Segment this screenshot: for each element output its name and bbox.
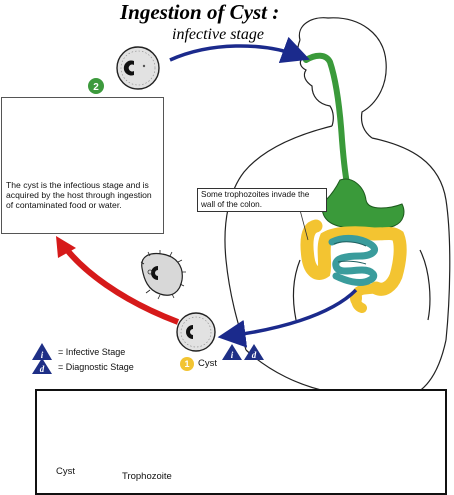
step-badge-1 <box>180 357 194 371</box>
bottom-trophozoite-label: Trophozoite <box>122 471 172 482</box>
legend-diagnostic-label: = Diagnostic Stage <box>58 362 134 372</box>
step-number-1: 1 <box>184 359 189 369</box>
ingestion-arrow <box>169 36 310 64</box>
esophagus <box>303 52 351 191</box>
trophozoite-cycle <box>140 250 186 300</box>
diagnostic-triangle-icon-cycle <box>244 344 264 360</box>
excretion-arrow <box>217 288 358 348</box>
legend-diagnostic-symbol: d <box>40 364 45 374</box>
infection-note-text: The cyst is the infectious stage and is … <box>6 180 152 210</box>
colon-invasion-label: Some trophozoites invade the wall of the… <box>197 188 327 212</box>
bottom-stage-panel <box>35 389 447 495</box>
cycle-diagnostic-symbol: d <box>252 350 257 360</box>
cycle-infective-symbol: i <box>231 350 234 360</box>
small-intestine <box>328 234 378 286</box>
bottom-cyst-label: Cyst <box>56 466 75 477</box>
stomach <box>322 178 405 231</box>
return-arrow <box>61 244 180 325</box>
diagram-title: Ingestion of Cyst : <box>120 0 280 24</box>
infection-note-box <box>1 97 164 234</box>
infective-triangle-icon-cycle <box>222 344 242 360</box>
ingested-cyst <box>116 46 160 90</box>
legend-infective-symbol: i <box>41 350 44 360</box>
legend-infective-label: = Infective Stage <box>58 347 126 357</box>
step-number-2: 2 <box>93 82 99 93</box>
colon <box>300 219 407 296</box>
diagram-subtitle: infective stage <box>172 26 264 43</box>
step-badge-2 <box>88 78 104 94</box>
infective-triangle-icon <box>32 343 52 360</box>
diagnostic-triangle-icon <box>32 358 52 374</box>
cycle-cyst-label: Cyst <box>198 358 217 369</box>
excreted-cyst <box>176 312 216 352</box>
